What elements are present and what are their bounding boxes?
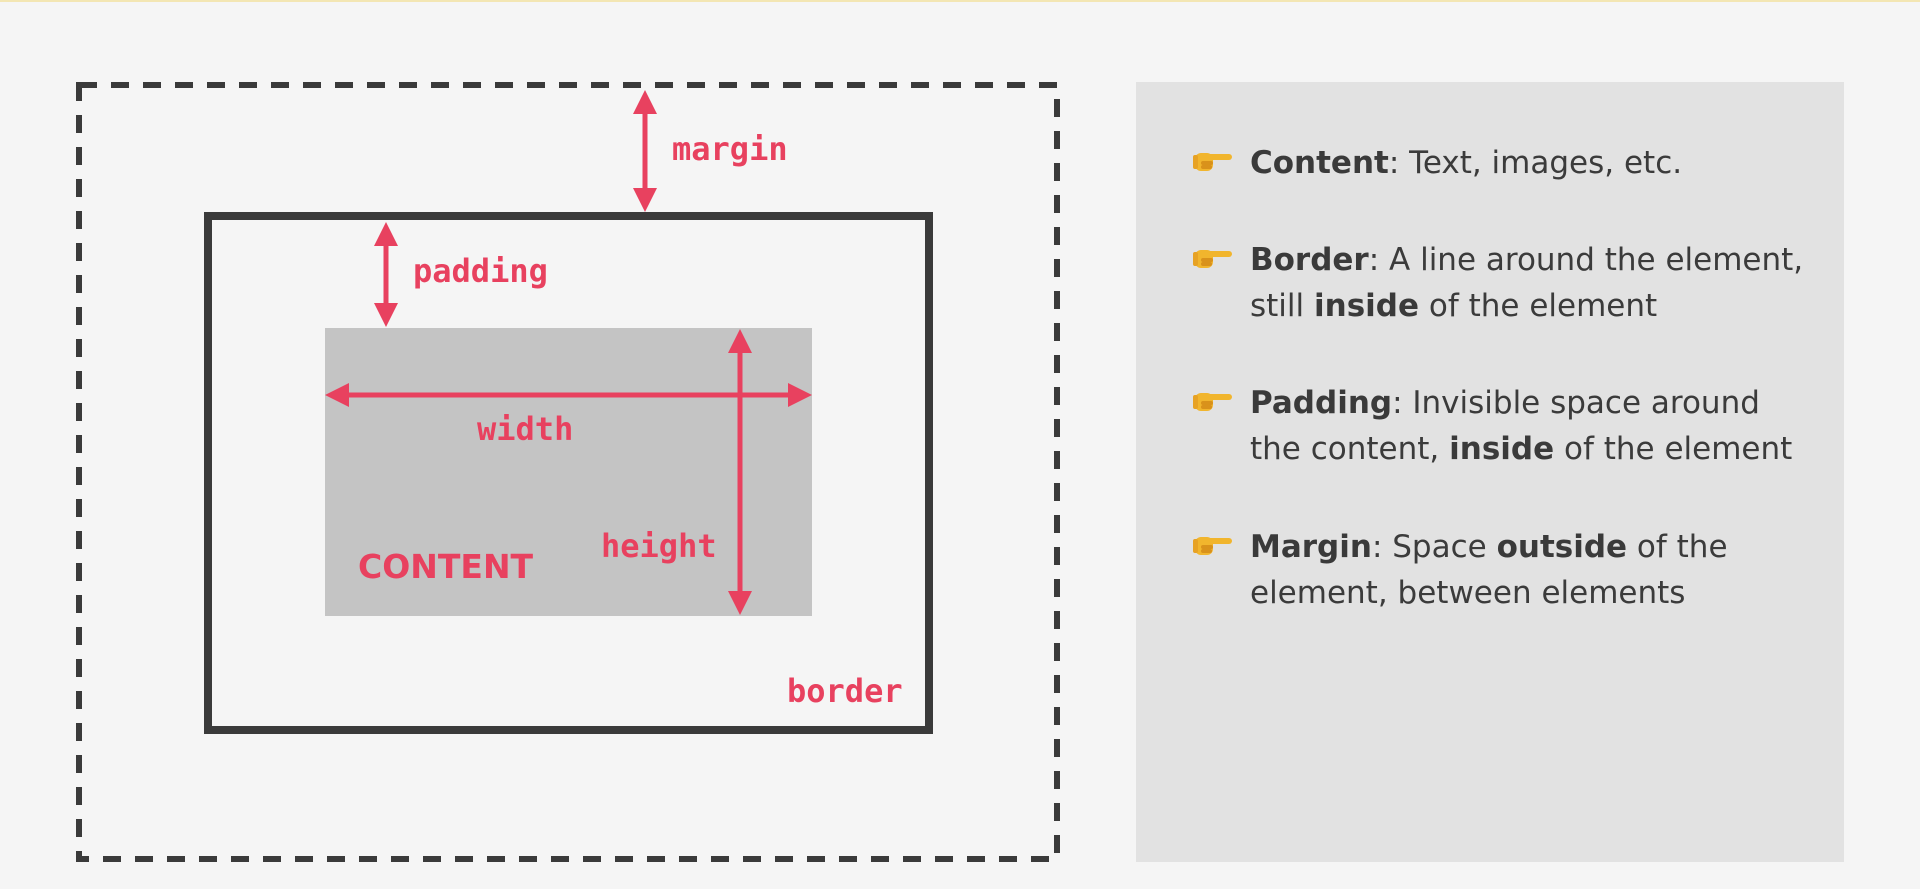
definition-desc: of the element — [1419, 288, 1658, 324]
definition-desc: : Space — [1371, 529, 1497, 565]
width-arrow — [325, 383, 812, 407]
definition-text: Content: Text, images, etc. — [1250, 140, 1682, 186]
definition-term: Content — [1250, 145, 1389, 181]
padding-label: padding — [413, 252, 548, 290]
definition-desc: of the element — [1554, 431, 1793, 467]
definition-term: Margin — [1250, 529, 1372, 565]
margin-label: margin — [672, 130, 788, 168]
width-label: width — [477, 410, 573, 448]
backhand-index-pointing-right-icon — [1193, 153, 1232, 171]
definition-content: Content: Text, images, etc. — [1192, 140, 1812, 186]
height-label: height — [601, 527, 717, 565]
content-area — [325, 328, 812, 616]
height-arrow — [728, 329, 752, 615]
definition-term: Padding — [1250, 385, 1393, 421]
definition-border: Border: A line around the element, still… — [1192, 237, 1812, 329]
definition-emphasis: inside — [1449, 431, 1555, 467]
definitions-panel: Content: Text, images, etc. Border: A li… — [1136, 82, 1844, 862]
definition-desc: : Invisible space around the content, — [1250, 385, 1760, 467]
backhand-index-pointing-right-icon — [1193, 537, 1232, 555]
definition-text: Padding: Invisible space around the cont… — [1250, 380, 1812, 472]
definition-margin: Margin: Space outside of the element, be… — [1192, 524, 1812, 616]
margin-arrow — [633, 90, 657, 212]
content-label: CONTENT — [358, 547, 534, 586]
padding-arrow — [374, 222, 398, 327]
definition-emphasis: inside — [1314, 288, 1419, 324]
backhand-index-pointing-right-icon — [1193, 393, 1232, 411]
definition-padding: Padding: Invisible space around the cont… — [1192, 380, 1812, 472]
margin-box — [76, 82, 1060, 862]
definition-desc: : A line around the element, still — [1250, 242, 1804, 324]
definition-term: Border — [1250, 242, 1369, 278]
definition-desc: : Text, images, etc. — [1388, 145, 1683, 181]
border-box — [204, 212, 933, 734]
definition-emphasis: outside — [1496, 529, 1628, 565]
top-accent-line — [0, 0, 1920, 2]
border-label: border — [787, 672, 903, 710]
definition-text: Margin: Space outside of the element, be… — [1250, 524, 1812, 616]
backhand-index-pointing-right-icon — [1193, 250, 1232, 268]
definition-text: Border: A line around the element, still… — [1250, 237, 1812, 329]
definition-desc: of the element, between elements — [1250, 529, 1728, 611]
